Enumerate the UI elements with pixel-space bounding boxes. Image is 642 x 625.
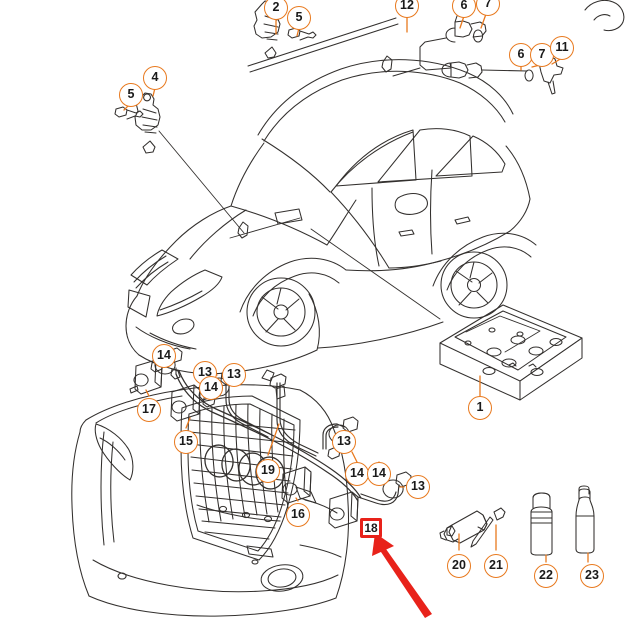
callout-1[interactable]: 1 — [468, 396, 492, 420]
vehicle-body-q5 — [125, 55, 537, 375]
callout-11[interactable]: 11 — [550, 36, 574, 60]
callout-13[interactable]: 13 — [332, 430, 356, 454]
bracket-16 — [281, 466, 312, 504]
callout-21[interactable]: 21 — [484, 554, 508, 578]
red-pointer-arrow — [372, 533, 432, 618]
roof-trim-line-12 — [247, 17, 399, 73]
callout-4[interactable]: 4 — [143, 66, 167, 90]
callout-12[interactable]: 12 — [395, 0, 419, 18]
bottle-23 — [575, 485, 595, 554]
clip-5-left — [114, 106, 144, 120]
applicator-needle-21 — [470, 507, 506, 548]
callout-2[interactable]: 2 — [264, 0, 288, 20]
callout-7[interactable]: 7 — [530, 43, 554, 67]
callout-14[interactable]: 14 — [367, 462, 391, 486]
callout-6[interactable]: 6 — [509, 43, 533, 67]
trim-panel-detail — [584, 0, 625, 32]
callout-17[interactable]: 17 — [137, 398, 161, 422]
bottle-22 — [530, 492, 553, 556]
callout-15[interactable]: 15 — [174, 430, 198, 454]
callout-22[interactable]: 22 — [534, 564, 558, 588]
bracket-18 — [328, 491, 359, 529]
callout-5[interactable]: 5 — [119, 83, 143, 107]
callout-20[interactable]: 20 — [447, 554, 471, 578]
callout-5[interactable]: 5 — [287, 6, 311, 30]
harness-connector — [261, 369, 275, 382]
rear-hose-assembly — [392, 15, 564, 95]
sealant-tube-20 — [439, 510, 488, 544]
callout-6[interactable]: 6 — [452, 0, 476, 18]
clip-5-top — [287, 27, 317, 41]
callout-13[interactable]: 13 — [222, 363, 246, 387]
fender-label-patch — [274, 208, 303, 225]
callout-23[interactable]: 23 — [580, 564, 604, 588]
callout-13[interactable]: 13 — [406, 475, 430, 499]
control-module-1 — [439, 304, 583, 401]
callout-19[interactable]: 19 — [256, 459, 280, 483]
callout-14[interactable]: 14 — [152, 344, 176, 368]
callout-14[interactable]: 14 — [199, 376, 223, 400]
callout-16[interactable]: 16 — [286, 503, 310, 527]
front-bumper-cover — [71, 384, 350, 617]
callout-14[interactable]: 14 — [345, 462, 369, 486]
callout-18[interactable]: 18 — [360, 518, 382, 538]
